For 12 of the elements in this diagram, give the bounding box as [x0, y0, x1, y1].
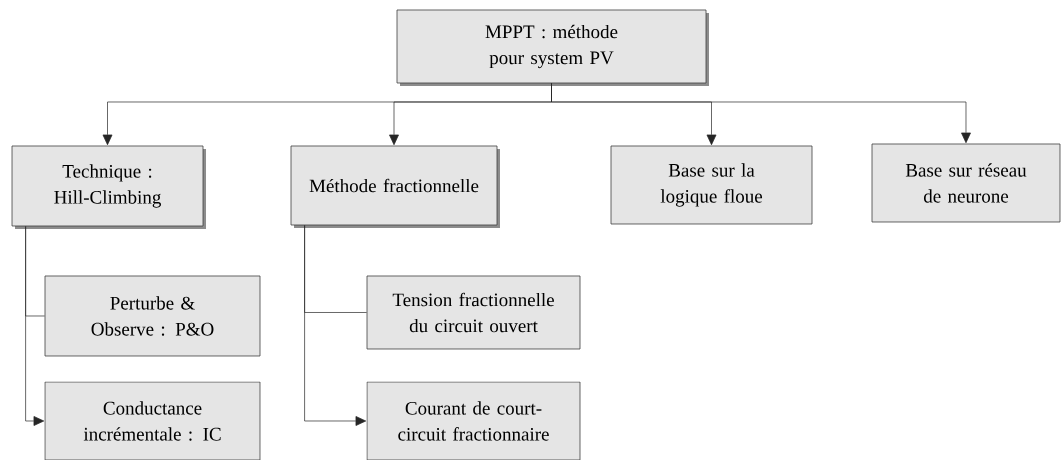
process-box: Conductance incrémentale : IC: [44, 381, 261, 460]
process-box: Méthode fractionnelle: [290, 145, 500, 228]
process-box: MPPT : méthode pour system PV: [396, 9, 709, 86]
process-box: Base sur la logique floue: [610, 145, 813, 225]
process-box: Perturbe & Observe : P&O: [44, 275, 261, 357]
process-box: Technique : Hill-Climbing: [11, 145, 206, 229]
arrow: [551, 83, 971, 144]
process-box: Base sur réseau de neurone: [871, 143, 1061, 223]
arrow: [25, 226, 45, 426]
process-box: Tension fractionnelle du circuit ouvert: [366, 275, 581, 350]
arrow: [304, 225, 367, 426]
process-box: Courant de court-circuit fractionnaire: [366, 381, 581, 460]
